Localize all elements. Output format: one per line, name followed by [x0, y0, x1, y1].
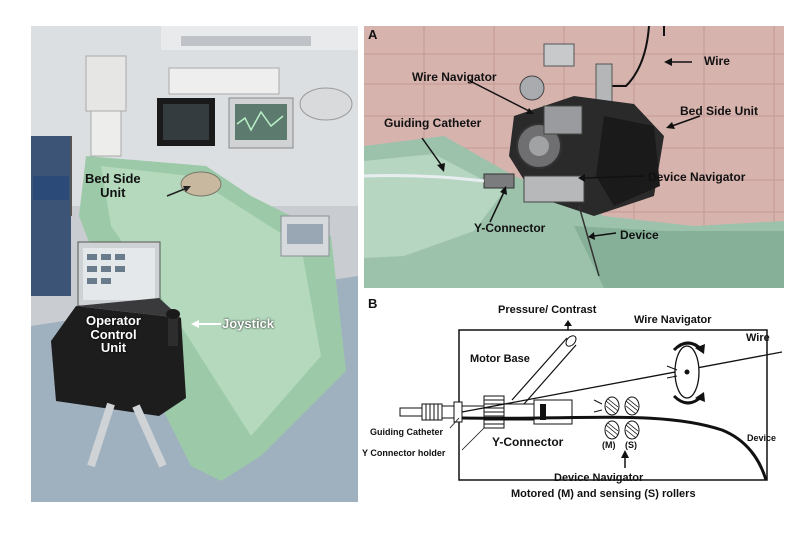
motor-base-label: Motor Base — [470, 353, 530, 365]
bedside-unit-illustration — [364, 26, 784, 288]
panel-a-letter: A — [368, 27, 378, 42]
rollers-caption: Motored (M) and sensing (S) rollers — [511, 488, 696, 500]
panel-a-photo — [364, 26, 784, 288]
y-connector — [461, 399, 573, 425]
pressure-contrast-tube — [511, 324, 577, 405]
bed-side-unit-label: Bed Side Unit — [85, 171, 141, 200]
pressure-arrow — [564, 320, 572, 326]
roller-m-label: (M) — [602, 440, 616, 450]
joystick-label: Joystick — [222, 316, 275, 331]
guiding-catheter — [399, 401, 463, 423]
panel-a-bed-side-unit-label: Bed Side Unit — [680, 104, 759, 118]
cath-lab-illustration — [31, 26, 358, 502]
panel-a-wire-navigator-label: Wire Navigator — [412, 70, 497, 84]
wire-line — [461, 351, 783, 413]
pressure-contrast-label: Pressure/ Contrast — [498, 304, 597, 316]
guiding-catheter-label: Guiding Catheter — [370, 427, 443, 437]
device-navigator-rollers — [593, 396, 640, 440]
operator-control-unit-label: Operator Control Unit — [86, 313, 141, 356]
wire-label: Wire — [746, 332, 770, 344]
cath-lab-photo — [31, 26, 358, 502]
device-navigator-label: Device Navigator — [554, 472, 644, 484]
device-label: Device — [747, 433, 776, 443]
panel-a-device-navigator-label: Device Navigator — [648, 170, 746, 184]
panel-a-y-connector-label: Y-Connector — [474, 221, 546, 235]
device-line — [461, 415, 768, 481]
y-connector-holder-label: Y Connector holder — [362, 448, 446, 458]
panel-a-device-label: Device — [620, 228, 659, 242]
wire-navigator-label: Wire Navigator — [634, 314, 712, 326]
panel-a-guiding-catheter-label: Guiding Catheter — [384, 116, 482, 130]
roller-s-label: (S) — [625, 440, 637, 450]
wire-navigator-rotator — [666, 341, 705, 405]
y-connector-holder — [483, 395, 505, 429]
panel-a-wire-label: Wire — [704, 54, 730, 68]
panel-b-schematic: Pressure/ Contrast Wire Navigator Wire M… — [362, 304, 783, 500]
y-connector-label: Y-Connector — [492, 435, 564, 449]
panel-b-letter: B — [368, 296, 378, 311]
